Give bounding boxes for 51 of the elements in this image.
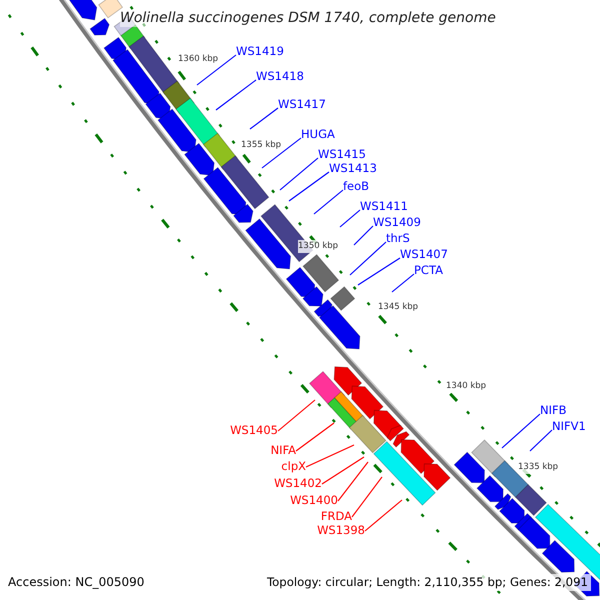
leader-line bbox=[352, 476, 382, 518]
leader-line bbox=[314, 190, 344, 214]
genome-stats-text: Topology: circular; Length: 2,110,355 bp; Genes: 2,091 bbox=[264, 574, 591, 590]
leader-line bbox=[502, 414, 540, 448]
gene-label: clpX bbox=[281, 460, 306, 473]
gene-label: WS1419 bbox=[236, 45, 284, 58]
leader-line bbox=[216, 80, 256, 110]
gene-label: PCTA bbox=[414, 264, 443, 277]
leader-line bbox=[530, 430, 552, 452]
leader-line bbox=[340, 210, 360, 228]
leader-line bbox=[250, 108, 278, 130]
leader-line bbox=[354, 226, 374, 246]
gene-label: NIFA bbox=[270, 444, 296, 457]
leader-line bbox=[350, 242, 386, 276]
leader-line bbox=[280, 158, 318, 190]
gene-label: feoB bbox=[343, 180, 370, 193]
leader-line bbox=[196, 54, 236, 86]
leader-line bbox=[288, 172, 330, 202]
leader-line bbox=[392, 274, 414, 292]
gene-label: WS1413 bbox=[329, 162, 377, 175]
gene-label: thrS bbox=[386, 232, 410, 245]
scale-label: 1335 kbp bbox=[518, 460, 558, 474]
scale-label: 1340 kbp bbox=[446, 380, 486, 392]
map-title: Wolinella succinogenes DSM 1740, complete genome bbox=[120, 10, 496, 27]
gene-label: HUGA bbox=[301, 128, 335, 141]
accession-text: Accession: NC_005090 bbox=[8, 576, 144, 588]
leader-line bbox=[262, 138, 302, 168]
leader-line bbox=[358, 258, 400, 286]
gene-label: NIFV1 bbox=[552, 420, 586, 433]
scale-label: 1360 kbp bbox=[178, 52, 218, 66]
scale-label: 1345 kbp bbox=[378, 300, 418, 314]
gene-label: WS1409 bbox=[373, 216, 421, 229]
gene-label: FRDA bbox=[320, 510, 352, 523]
leader-line bbox=[278, 400, 316, 432]
gene-label: WS1402 bbox=[274, 477, 322, 490]
scale-label: 1350 kbp bbox=[298, 240, 338, 252]
gene-label: WS1400 bbox=[290, 494, 338, 507]
leader-line bbox=[322, 456, 364, 484]
gene-label: NIFB bbox=[540, 404, 566, 417]
gene-label: WS1405 bbox=[230, 424, 278, 437]
gene-label: WS1417 bbox=[278, 98, 326, 111]
leader-line bbox=[338, 462, 368, 502]
leader-line bbox=[364, 500, 402, 532]
gene-label: WS1411 bbox=[360, 200, 408, 213]
gene-label: WS1415 bbox=[318, 148, 366, 161]
gene-label: WS1398 bbox=[317, 524, 365, 537]
gene-label: WS1418 bbox=[256, 70, 304, 83]
leader-line bbox=[306, 444, 354, 468]
gene-label: WS1407 bbox=[400, 248, 448, 261]
scale-label: 1355 kbp bbox=[241, 138, 282, 152]
leader-line bbox=[296, 422, 334, 452]
